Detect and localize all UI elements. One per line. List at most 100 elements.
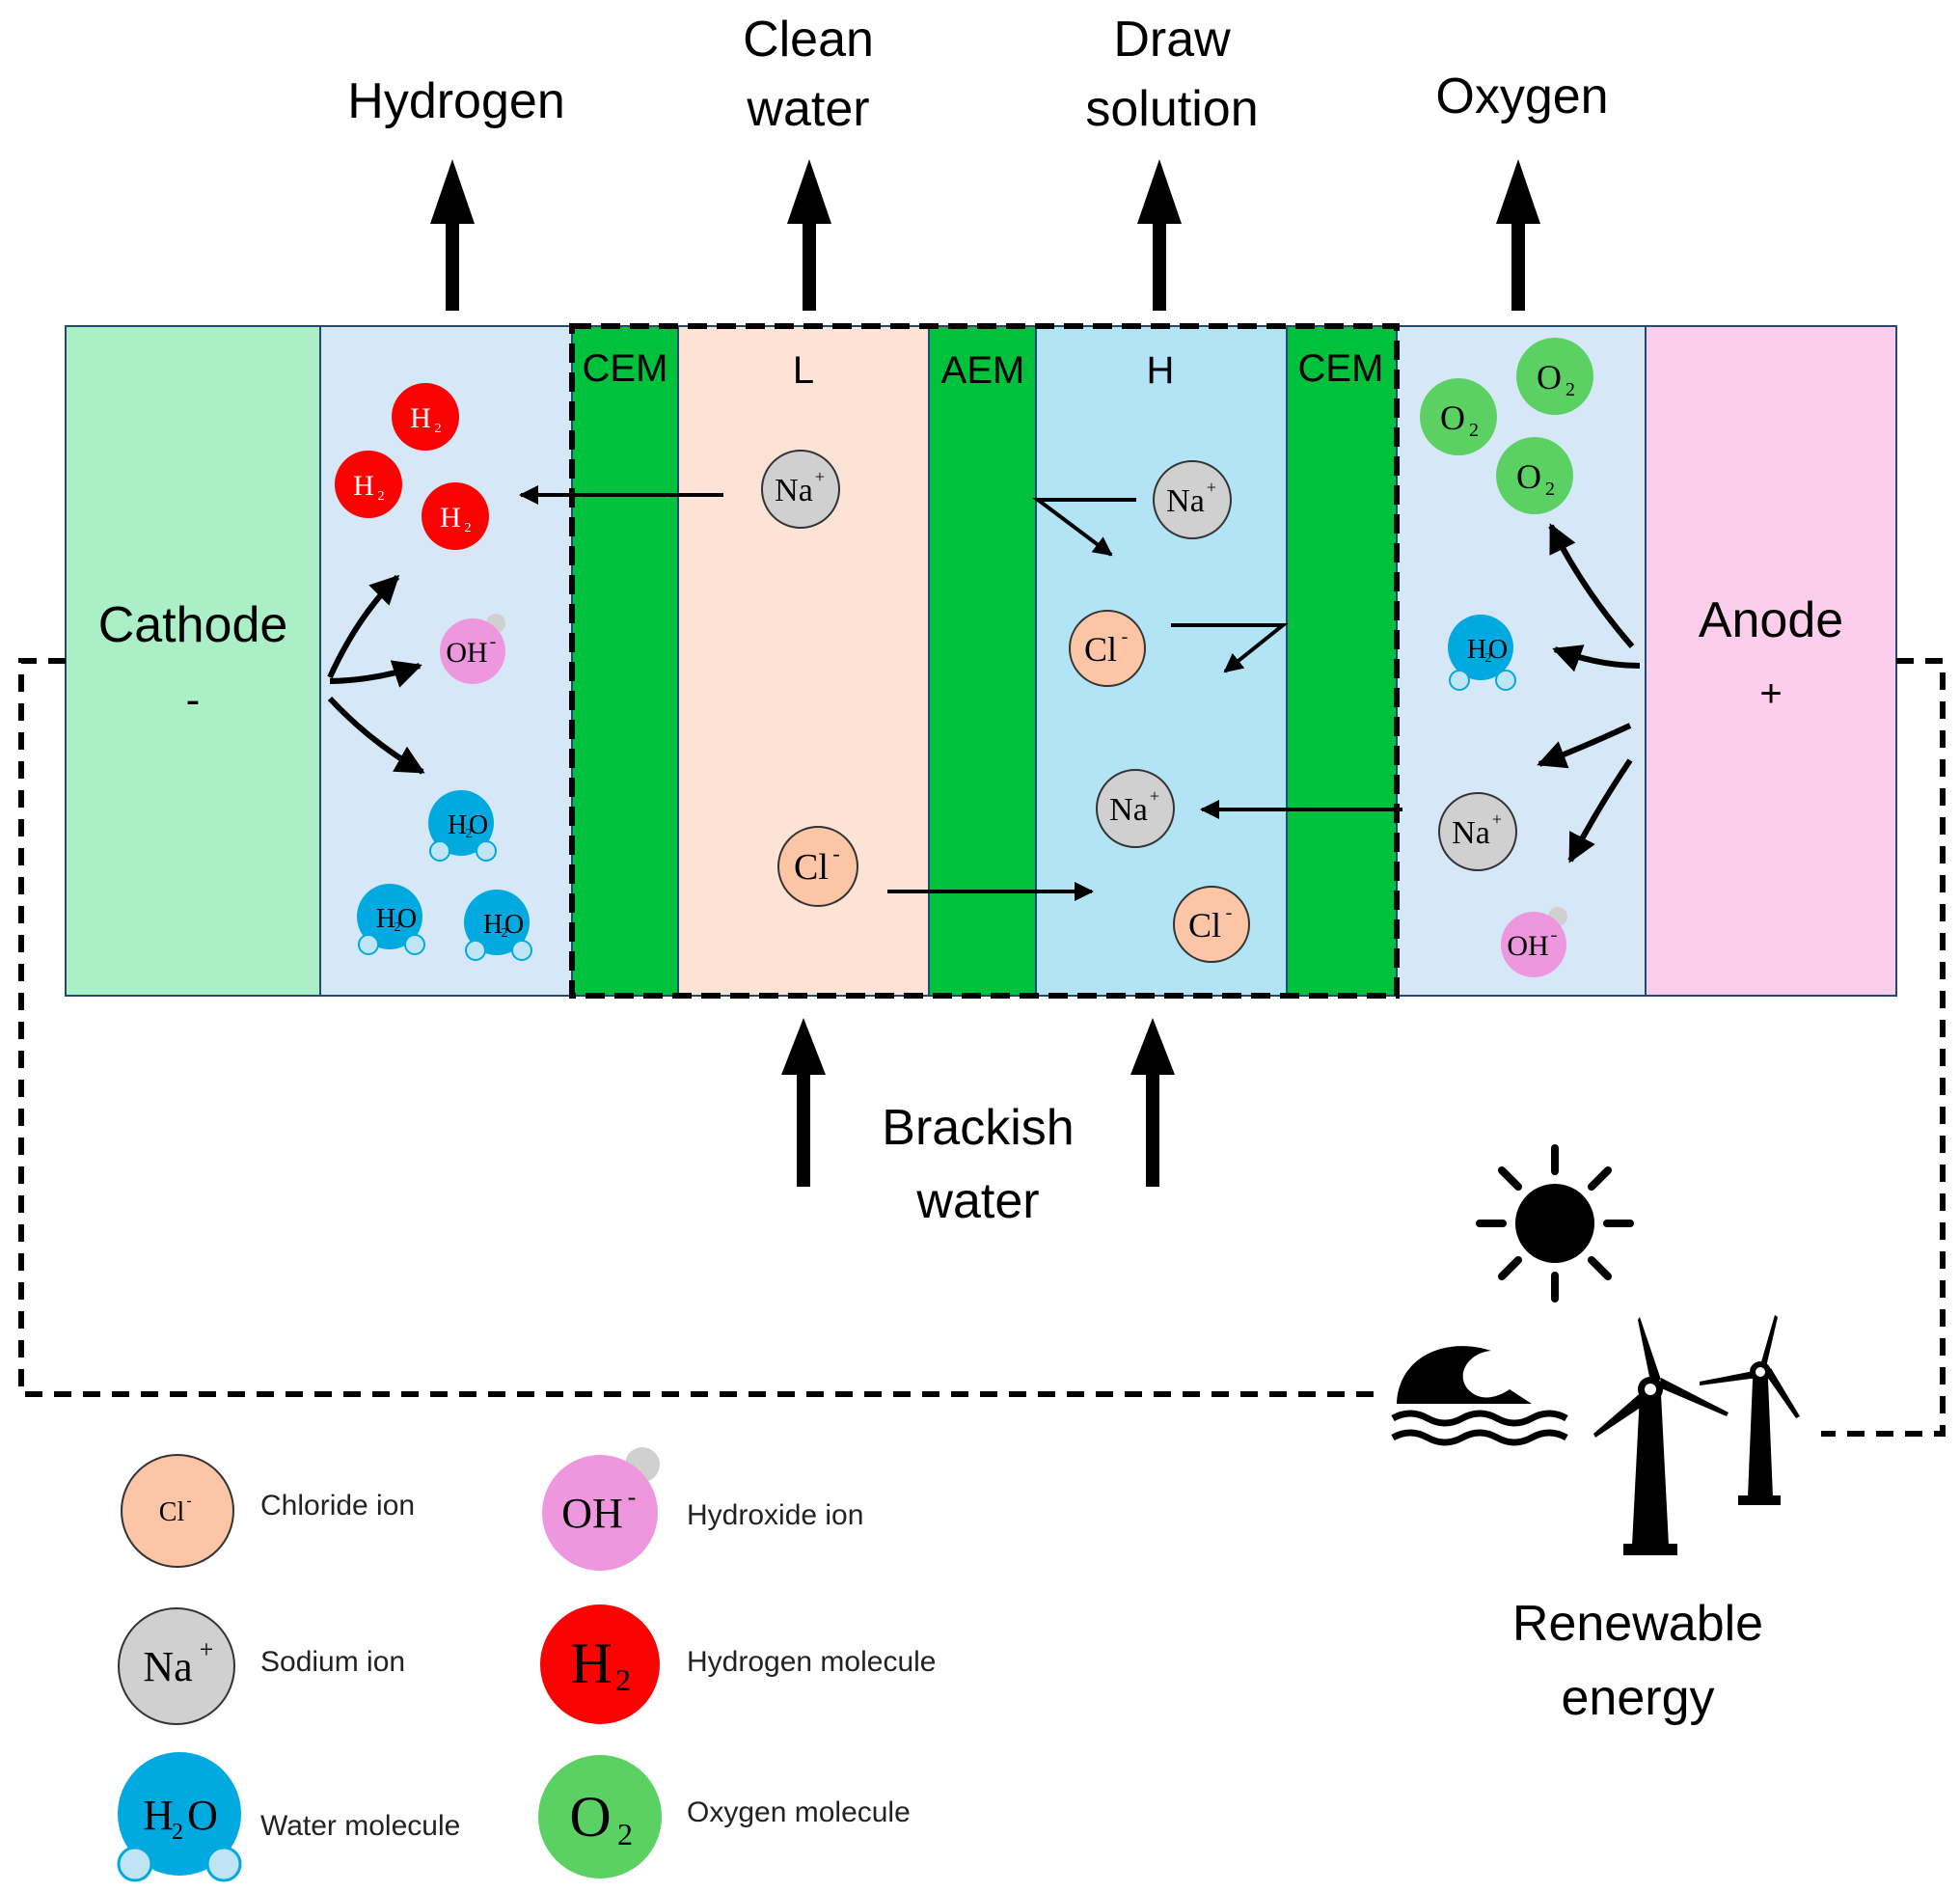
brackish-water-label-line2: water: [915, 1173, 1039, 1229]
svg-text:-: -: [1551, 924, 1558, 946]
legend-chloride-ion: Cl -: [121, 1454, 234, 1568]
legend-hydrogen-label: Hydrogen molecule: [687, 1646, 936, 1678]
svg-text:2: 2: [395, 920, 401, 935]
svg-text:2: 2: [172, 1820, 183, 1845]
sun-icon: [1476, 1144, 1634, 1302]
chloride-ion: Cl -: [777, 826, 858, 907]
svg-text:Na: Na: [1452, 815, 1490, 851]
svg-text:Cl: Cl: [794, 847, 829, 888]
draw-solution-output-label-line1: Draw: [1113, 12, 1231, 68]
cem-right-label: CEM: [1298, 347, 1384, 390]
oxygen-molecule: O 2: [1496, 437, 1573, 514]
svg-text:2: 2: [1485, 651, 1492, 666]
svg-text:H: H: [376, 904, 395, 934]
svg-text:Na: Na: [1109, 792, 1148, 828]
output-arrows: [430, 159, 1540, 311]
legend-hydroxide-ion: OH -: [542, 1447, 660, 1571]
clean-water-output-label-line1: Clean: [743, 12, 874, 68]
svg-text:+: +: [1150, 786, 1159, 806]
svg-text:-: -: [1122, 626, 1129, 647]
legend-sodium-ion: Na +: [118, 1607, 235, 1725]
chloride-ion: Cl -: [1069, 610, 1146, 687]
legend: Cl - Chloride ion OH - Hydroxide ion Na …: [117, 1447, 936, 1882]
svg-text:O: O: [1488, 635, 1508, 665]
legend-hydrogen-molecule: H 2: [540, 1604, 660, 1724]
svg-text:H: H: [448, 810, 467, 840]
svg-text:O: O: [1440, 398, 1465, 437]
oxygen-output-label: Oxygen: [1435, 69, 1608, 124]
svg-text:O: O: [469, 810, 488, 840]
inlet-arrow-low: [781, 1018, 826, 1187]
cem-left-membrane: [571, 325, 679, 997]
oxygen-molecule: O 2: [1516, 338, 1593, 415]
hydroxide-ion: OH -: [440, 614, 505, 684]
renewable-energy-label-line1: Renewable: [1512, 1596, 1763, 1652]
svg-text:2: 2: [615, 1662, 631, 1697]
aem-label: AEM: [941, 349, 1025, 392]
svg-text:O: O: [1516, 457, 1541, 496]
brackish-water-label-line1: Brackish: [882, 1100, 1074, 1156]
sodium-ion: Na +: [1438, 792, 1517, 871]
svg-text:2: 2: [465, 521, 472, 535]
svg-text:O: O: [187, 1792, 218, 1839]
svg-text:Na: Na: [775, 473, 813, 508]
cathode-electrode: [65, 325, 321, 997]
cathode-sign: -: [186, 676, 201, 724]
hydrogen-molecule: H 2: [335, 451, 402, 518]
ocean-wave-icon: [1391, 1346, 1568, 1446]
svg-text:2: 2: [1545, 479, 1555, 500]
svg-text:-: -: [832, 841, 839, 865]
oxygen-molecule: O 2: [1420, 378, 1497, 455]
svg-text:-: -: [1226, 902, 1233, 923]
sodium-ion: Na +: [1153, 460, 1232, 539]
clean-water-output-arrow: [787, 159, 831, 311]
svg-text:Cl: Cl: [159, 1497, 185, 1527]
svg-text:Cl: Cl: [1188, 906, 1221, 945]
svg-text:Na: Na: [1166, 483, 1205, 519]
legend-water-label: Water molecule: [260, 1810, 460, 1842]
water-molecule: H 2 O: [1448, 615, 1516, 691]
hydrogen-output-arrow: [430, 159, 475, 311]
sodium-ion: Na +: [1096, 769, 1175, 848]
sodium-ion: Na +: [761, 450, 840, 529]
svg-text:2: 2: [435, 422, 442, 436]
svg-text:2: 2: [1469, 420, 1479, 441]
draw-solution-output-label-line2: solution: [1085, 81, 1258, 137]
svg-text:2: 2: [466, 827, 473, 841]
draw-solution-output-arrow: [1137, 159, 1182, 311]
anode-electrode: [1645, 325, 1897, 997]
clean-water-output-label-line2: water: [746, 81, 869, 137]
cathode-label: Cathode: [98, 597, 288, 653]
external-circuit-wire: [18, 658, 1946, 1437]
anode-reaction-arrows: [1537, 523, 1641, 864]
svg-text:2: 2: [378, 489, 385, 504]
sodium-rejection-arrow: [1032, 498, 1136, 557]
hydroxide-ion: OH -: [1501, 907, 1567, 977]
svg-text:-: -: [628, 1483, 637, 1511]
svg-text:O: O: [504, 910, 524, 940]
aem-membrane: [928, 325, 1037, 997]
svg-text:OH: OH: [446, 637, 487, 669]
wind-turbine-icon: [1593, 1317, 1729, 1555]
svg-text:OH: OH: [561, 1490, 623, 1537]
svg-text:+: +: [815, 467, 825, 486]
svg-text:H: H: [143, 1792, 174, 1839]
cem-left-label: CEM: [583, 347, 668, 390]
hydrogen-output-label: Hydrogen: [347, 73, 564, 129]
water-molecule: H 2 O: [464, 890, 532, 961]
low-compartment-label: L: [793, 349, 814, 392]
legend-oxygen-label: Oxygen molecule: [687, 1796, 911, 1828]
anode-sign: +: [1759, 672, 1782, 715]
svg-text:O: O: [569, 1785, 611, 1849]
hydrogen-molecule: H 2: [392, 383, 459, 451]
svg-text:H: H: [1467, 635, 1486, 665]
svg-text:2: 2: [502, 926, 508, 941]
svg-text:H: H: [570, 1632, 612, 1695]
svg-text:H: H: [440, 502, 461, 534]
svg-text:H: H: [483, 910, 503, 940]
oxygen-output-arrow: [1496, 159, 1540, 311]
cathode-reaction-arrows: [327, 574, 425, 775]
desalination-stack-outline: [569, 323, 1400, 999]
svg-text:+: +: [1207, 478, 1216, 497]
